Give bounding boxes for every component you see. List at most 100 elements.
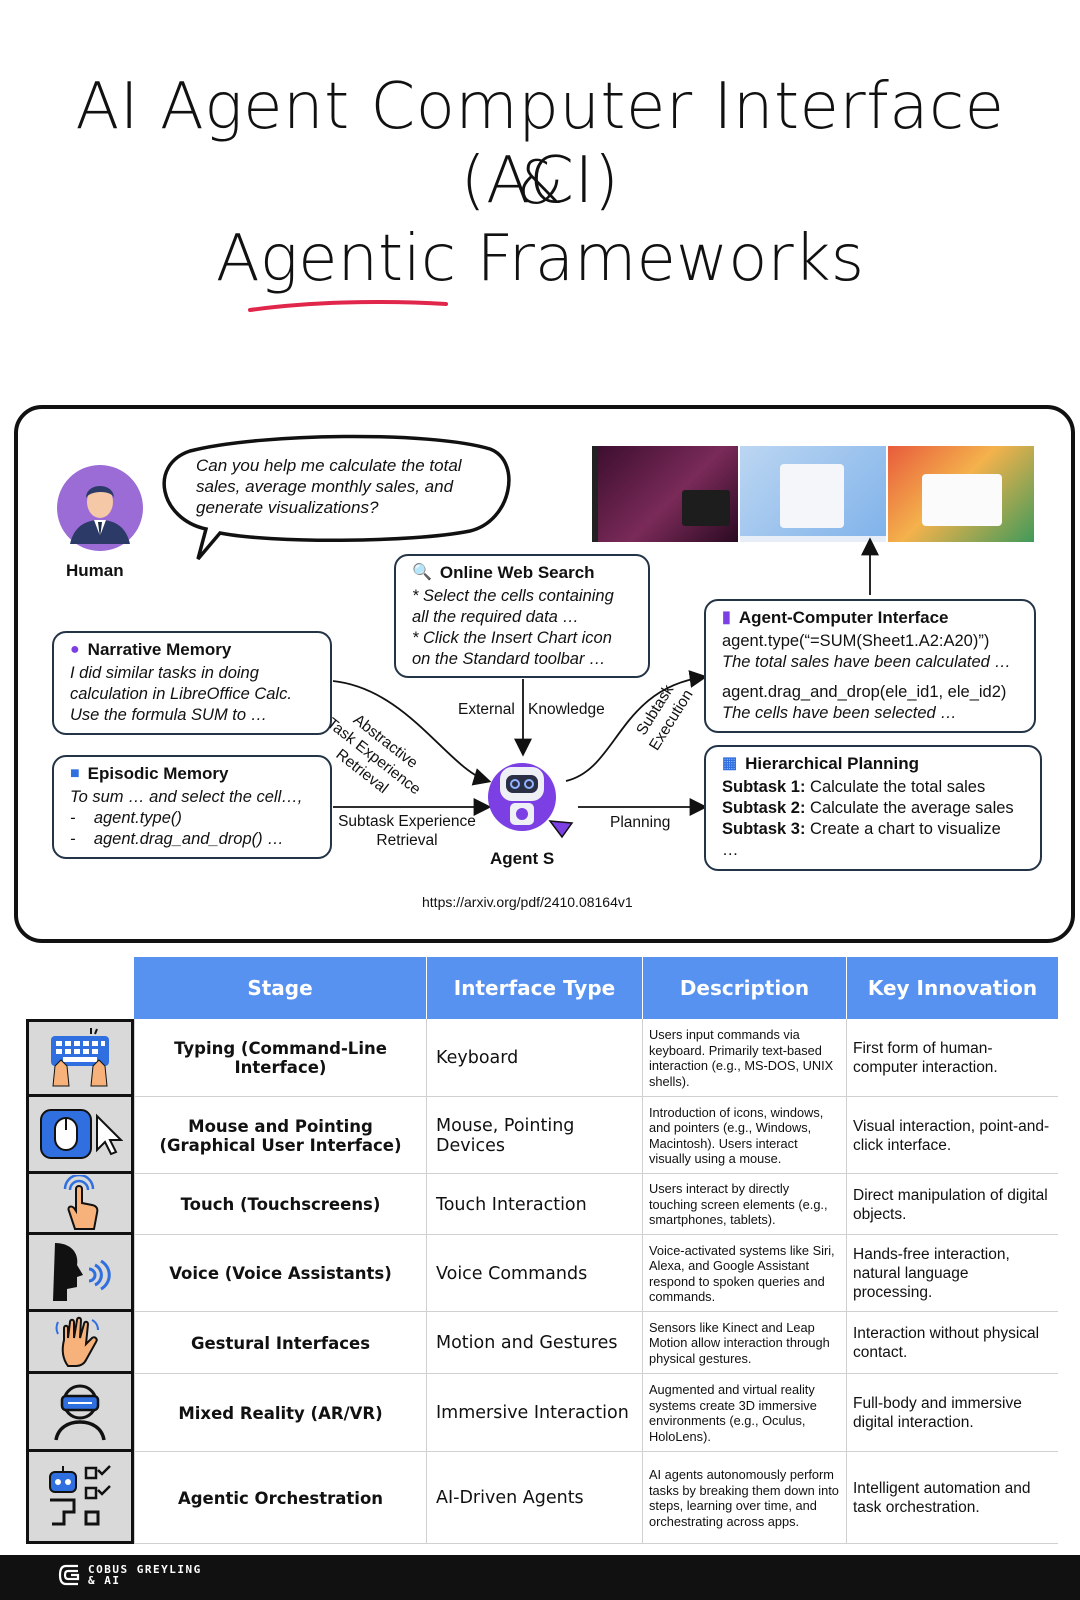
human-label: Human — [66, 561, 124, 580]
narrative-line: Use the formula SUM to … — [70, 706, 268, 724]
subtask-line: Subtask 3: Create a chart to visualize — [722, 820, 1001, 838]
table-row — [26, 1235, 1058, 1312]
touch-finger-icon — [26, 1174, 134, 1235]
interface-type-cell: Keyboard — [426, 1019, 642, 1097]
narrative-memory-box: ● Narrative Memory I did similar tasks in… — [52, 631, 332, 735]
robot-checklist-icon — [26, 1452, 134, 1544]
online-search-line: * Select the cells containing — [412, 587, 614, 605]
header-stage: Stage — [134, 957, 426, 1019]
narrative-line: calculation in LibreOffice Calc. — [70, 685, 292, 703]
diagram-connectors — [332, 537, 879, 816]
episodic-memory-title: Episodic Memory — [87, 764, 229, 783]
interface-type-cell: Motion and Gestures — [426, 1312, 642, 1374]
screenshot-windows — [740, 446, 886, 542]
online-search-line: on the Standard toolbar … — [412, 650, 606, 668]
header-interface-type: Interface Type — [426, 957, 642, 1019]
key-innovation-cell: Interaction without physical contact. — [846, 1312, 1058, 1374]
screenshot-ubuntu — [592, 446, 738, 542]
description-cell: AI agents autonomously perform tasks by … — [642, 1452, 846, 1544]
brand-line-1: COBUS GREYLING — [88, 1563, 202, 1576]
agent-s-label: Agent S — [490, 849, 555, 868]
key-innovation-cell: Full-body and immersive digital interact… — [846, 1374, 1058, 1452]
description-cell: Users interact by directly touching scre… — [642, 1174, 846, 1235]
planning-title: Hierarchical Planning — [745, 754, 919, 773]
aci-note-1: The total sales have been calculated … — [722, 653, 1011, 671]
human-avatar-icon — [57, 465, 143, 551]
table-row — [26, 1312, 1058, 1374]
table-row — [26, 1374, 1058, 1452]
key-innovation-cell: Intelligent automation and task orchestr… — [846, 1452, 1058, 1544]
aci-code-1: agent.type(“=SUM(Sheet1.A2:A20)”) — [722, 632, 990, 650]
keyboard-hands-icon — [26, 1019, 134, 1097]
online-search-title: Online Web Search — [439, 563, 595, 582]
interface-type-cell: Voice Commands — [426, 1235, 642, 1312]
screenshot-macos — [888, 446, 1034, 542]
brand: COBUS GREYLING & AI — [58, 1562, 202, 1588]
speech-text: Can you help me calculate the total sale… — [196, 456, 462, 517]
table-row — [26, 1097, 1058, 1174]
agent-s-robot-icon — [488, 763, 574, 839]
title-line-3: Agentic Frameworks — [215, 222, 865, 296]
planning-more: … — [722, 841, 739, 859]
interface-type-cell: Mouse, Pointing Devices — [426, 1097, 642, 1174]
agent-computer-interface-box: ▮ Agent-Computer Interface agent.type(“=S… — [704, 599, 1036, 733]
aci-note-2: The cells have been selected … — [722, 704, 957, 722]
subtask-line: Subtask 2: Calculate the average sales — [722, 799, 1014, 817]
mouse-pointer-icon — [26, 1097, 134, 1174]
online-search-line: all the required data … — [412, 608, 579, 626]
key-innovation-cell: Direct manipulation of digital objects. — [846, 1174, 1058, 1235]
interface-type-cell: AI-Driven Agents — [426, 1452, 642, 1544]
episodic-memory-box: ■ Episodic Memory To sum … and select the… — [52, 755, 332, 859]
key-innovation-cell: Visual interaction, point-and-click inte… — [846, 1097, 1058, 1174]
brand-line-2: & AI — [88, 1574, 121, 1587]
table-row — [26, 1174, 1058, 1235]
description-cell: Augmented and virtual reality systems cr… — [642, 1374, 846, 1452]
stage-cell: Gestural Interfaces — [134, 1312, 426, 1374]
header-key-innovation: Key Innovation — [846, 957, 1058, 1019]
label-knowledge: Knowledge — [528, 701, 605, 718]
description-cell: Introduction of icons, windows, and poin… — [642, 1097, 846, 1174]
speech-bubble-outline — [162, 434, 511, 561]
key-innovation-cell: First form of human-computer interaction… — [846, 1019, 1058, 1097]
label-external: External — [458, 701, 515, 718]
aci-title: Agent-Computer Interface — [738, 608, 949, 627]
online-search-line: * Click the Insert Chart icon — [412, 629, 612, 647]
label-planning: Planning — [610, 814, 671, 831]
table-row — [26, 1452, 1058, 1544]
voice-head-icon — [26, 1235, 134, 1312]
stage-cell: Touch (Touchscreens) — [134, 1174, 426, 1235]
narrative-line: I did similar tasks in doing — [70, 664, 259, 682]
label-subtask-experience: Subtask Experience Retrieval — [338, 813, 476, 849]
stage-cell: Agentic Orchestration — [134, 1452, 426, 1544]
waving-hand-icon — [26, 1312, 134, 1374]
footer-bar — [0, 1555, 1080, 1600]
description-cell: Voice-activated systems like Siri, Alexa… — [642, 1235, 846, 1312]
hierarchical-planning-box: ▦ Hierarchical Planning Subtask 1: Calcul… — [704, 745, 1042, 871]
stage-cell: Voice (Voice Assistants) — [134, 1235, 426, 1312]
stage-cell: Mixed Reality (AR/VR) — [134, 1374, 426, 1452]
brand-logo-icon — [58, 1564, 80, 1586]
aci-code-2: agent.drag_and_drop(ele_id1, ele_id2) — [722, 683, 1007, 701]
description-cell: Sensors like Kinect and Leap Motion allo… — [642, 1312, 846, 1374]
narrative-memory-title: Narrative Memory — [87, 640, 232, 659]
agent-s-diagram: Human Can you help me calculate the tota… — [14, 405, 1075, 943]
subtask-line: Subtask 1: Calculate the total sales — [722, 778, 986, 796]
laptop-icon: ▮ — [722, 609, 731, 626]
folder-icon: ■ — [70, 765, 80, 782]
episodic-line: - agent.drag_and_drop() … — [70, 830, 284, 848]
key-innovation-cell: Hands-free interaction, natural language… — [846, 1235, 1058, 1312]
table-row — [26, 1019, 1058, 1097]
brain-icon: ● — [70, 641, 80, 658]
stage-cell: Mouse and Pointing (Graphical User Inter… — [134, 1097, 426, 1174]
description-cell: Users input commands via keyboard. Prima… — [642, 1019, 846, 1097]
episodic-line: - agent.type() — [70, 809, 182, 827]
episodic-line: To sum … and select the cell…, — [70, 788, 303, 806]
vr-headset-icon — [26, 1374, 134, 1452]
search-icon: 🔍 — [412, 564, 432, 581]
stage-cell: Typing (Command-Line Interface) — [134, 1019, 426, 1097]
header-description: Description — [642, 957, 846, 1019]
online-web-search-box: 🔍 Online Web Search * Select the cells co… — [394, 554, 650, 678]
hierarchy-icon: ▦ — [722, 755, 738, 772]
title-ampersand: & — [516, 148, 564, 218]
title-line-1: AI Agent Computer Interface (ACI) — [75, 70, 1005, 218]
